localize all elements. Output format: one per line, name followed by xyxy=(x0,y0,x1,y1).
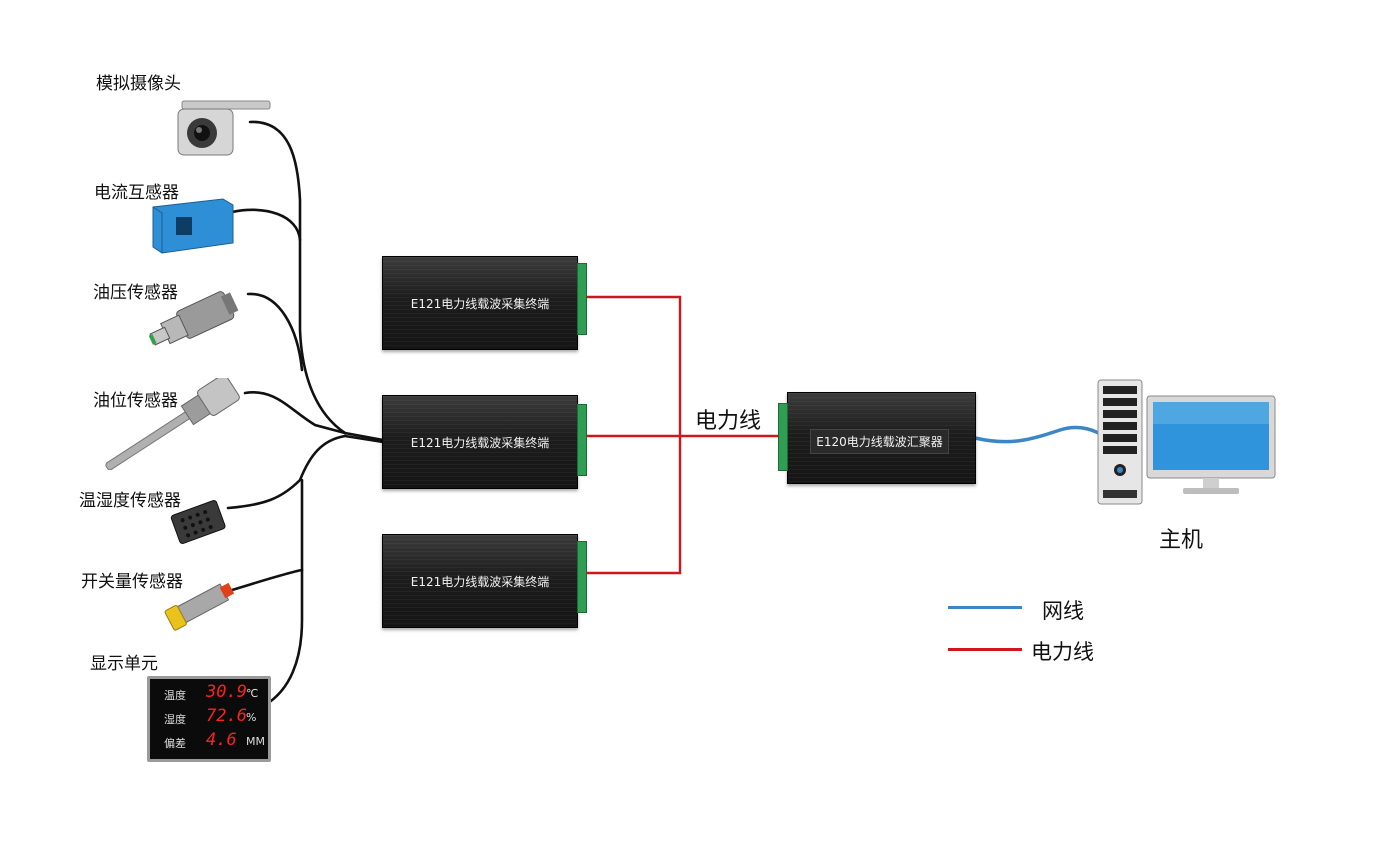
oil-pressure-cable xyxy=(246,292,304,372)
oil-level-sensor-icon xyxy=(105,378,240,470)
switch-sensor-icon xyxy=(164,582,235,631)
sensor-label-camera: 模拟摄像头 xyxy=(96,74,181,94)
display-unit: % xyxy=(246,711,257,724)
display-unit-icon: 温度 30.9 ℃ 湿度 72.6 % 偏差 4.6 MM xyxy=(147,676,271,762)
sensor-label-display-unit: 显示单元 xyxy=(90,654,158,674)
switch-sensor-cable xyxy=(230,478,304,592)
terminal-block xyxy=(577,541,587,613)
sensor-label-current-transformer: 电流互感器 xyxy=(94,183,179,203)
current-transformer-icon xyxy=(152,198,234,254)
temp-humidity-cable xyxy=(226,434,347,510)
sensor-label-temp-humidity: 温湿度传感器 xyxy=(79,491,181,511)
aggregator-box: E120电力线载波汇聚器 xyxy=(778,392,976,484)
terminal-box-1: E121电力线载波采集终端 xyxy=(382,256,587,350)
terminal-block xyxy=(577,404,587,476)
terminal-label: E121电力线载波采集终端 xyxy=(410,297,550,311)
terminal-box-3: E121电力线载波采集终端 xyxy=(382,534,587,628)
display-value: 30.9 xyxy=(206,682,247,702)
temp-humidity-sensor-icon xyxy=(170,500,226,544)
oil-pressure-sensor-icon xyxy=(148,291,239,346)
camera-cable xyxy=(248,120,385,442)
display-key: 偏差 xyxy=(164,737,186,750)
display-unit-cable xyxy=(263,568,304,707)
display-row-temperature: 温度 30.9 ℃ xyxy=(156,682,264,705)
camera-icon xyxy=(177,100,271,156)
sensor-label-switch: 开关量传感器 xyxy=(81,572,183,592)
display-value: 4.6 xyxy=(206,730,237,750)
legend-network-label: 网线 xyxy=(1042,599,1084,623)
oil-level-cable xyxy=(243,390,347,435)
host-label: 主机 xyxy=(1159,528,1204,553)
legend-power-line xyxy=(948,648,1022,651)
terminal-label: E121电力线载波采集终端 xyxy=(410,575,550,589)
current-transformer-cable xyxy=(230,208,302,242)
sensor-label-oil-pressure: 油压传感器 xyxy=(93,283,178,303)
sensor-cables xyxy=(226,120,385,707)
terminal-block xyxy=(778,403,788,471)
display-row-humidity: 湿度 72.6 % xyxy=(156,706,264,729)
terminal-label: E121电力线载波采集终端 xyxy=(410,436,550,450)
terminal-block xyxy=(577,263,587,335)
legend-power-label: 电力线 xyxy=(1031,640,1094,664)
sensor-label-oil-level: 油位传感器 xyxy=(93,391,178,411)
display-row-deviation: 偏差 4.6 MM xyxy=(156,730,265,753)
display-key: 湿度 xyxy=(164,713,186,726)
terminal-box-2: E121电力线载波采集终端 xyxy=(382,395,587,489)
display-value: 72.6 xyxy=(206,706,247,726)
power-lines xyxy=(580,295,785,575)
computer-icon xyxy=(1097,379,1276,505)
network-cable xyxy=(974,425,1101,444)
display-unit: MM xyxy=(246,735,265,748)
aggregator-label: E120电力线载波汇聚器 xyxy=(810,429,949,454)
display-unit: ℃ xyxy=(246,687,259,700)
power-line-label: 电力线 xyxy=(695,409,762,434)
legend-network-line xyxy=(948,606,1022,609)
display-key: 温度 xyxy=(164,689,186,702)
